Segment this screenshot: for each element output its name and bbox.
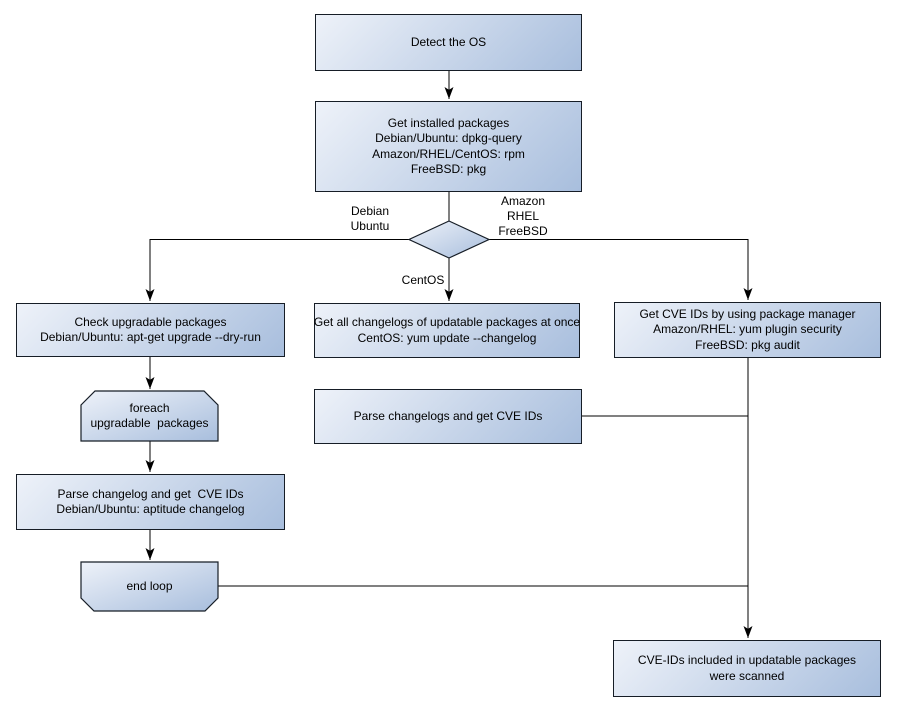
edge-label-debian-ubuntu: Debian Ubuntu [350,204,390,233]
os-decision-diamond [407,220,491,259]
node-foreach-upgradable-packages: foreach upgradable packages [90,400,209,431]
node-end-loop: end loop [126,578,173,593]
node-get-installed-packages: Get installed packages Debian/Ubuntu: dp… [315,101,582,192]
node-get-all-changelogs: Get all changelogs of updatable packages… [314,303,580,358]
node-get-cve-ids-by-package-manager: Get CVE IDs by using package manager Ama… [614,302,881,358]
edge-label-centos: CentOS [401,273,445,287]
node-cve-ids-scanned: CVE-IDs included in updatable packages w… [613,640,881,697]
node-parse-changelogs-get-cve-ids: Parse changelogs and get CVE IDs [314,389,582,444]
edge-decision-to-package-manager [489,239,753,300]
foreach-loop-shape [80,390,219,442]
node-detect-os: Detect the OS [315,14,582,71]
end-loop-shape [80,561,219,612]
edge-label-amazon-rhel-freebsd: Amazon RHEL FreeBSD [498,194,548,238]
node-check-upgradable-packages: Check upgradable packages Debian/Ubuntu:… [16,303,285,357]
node-parse-changelog-debian: Parse changelog and get CVE IDs Debian/U… [16,474,285,530]
edge-decision-to-check-upgradable [145,239,409,301]
